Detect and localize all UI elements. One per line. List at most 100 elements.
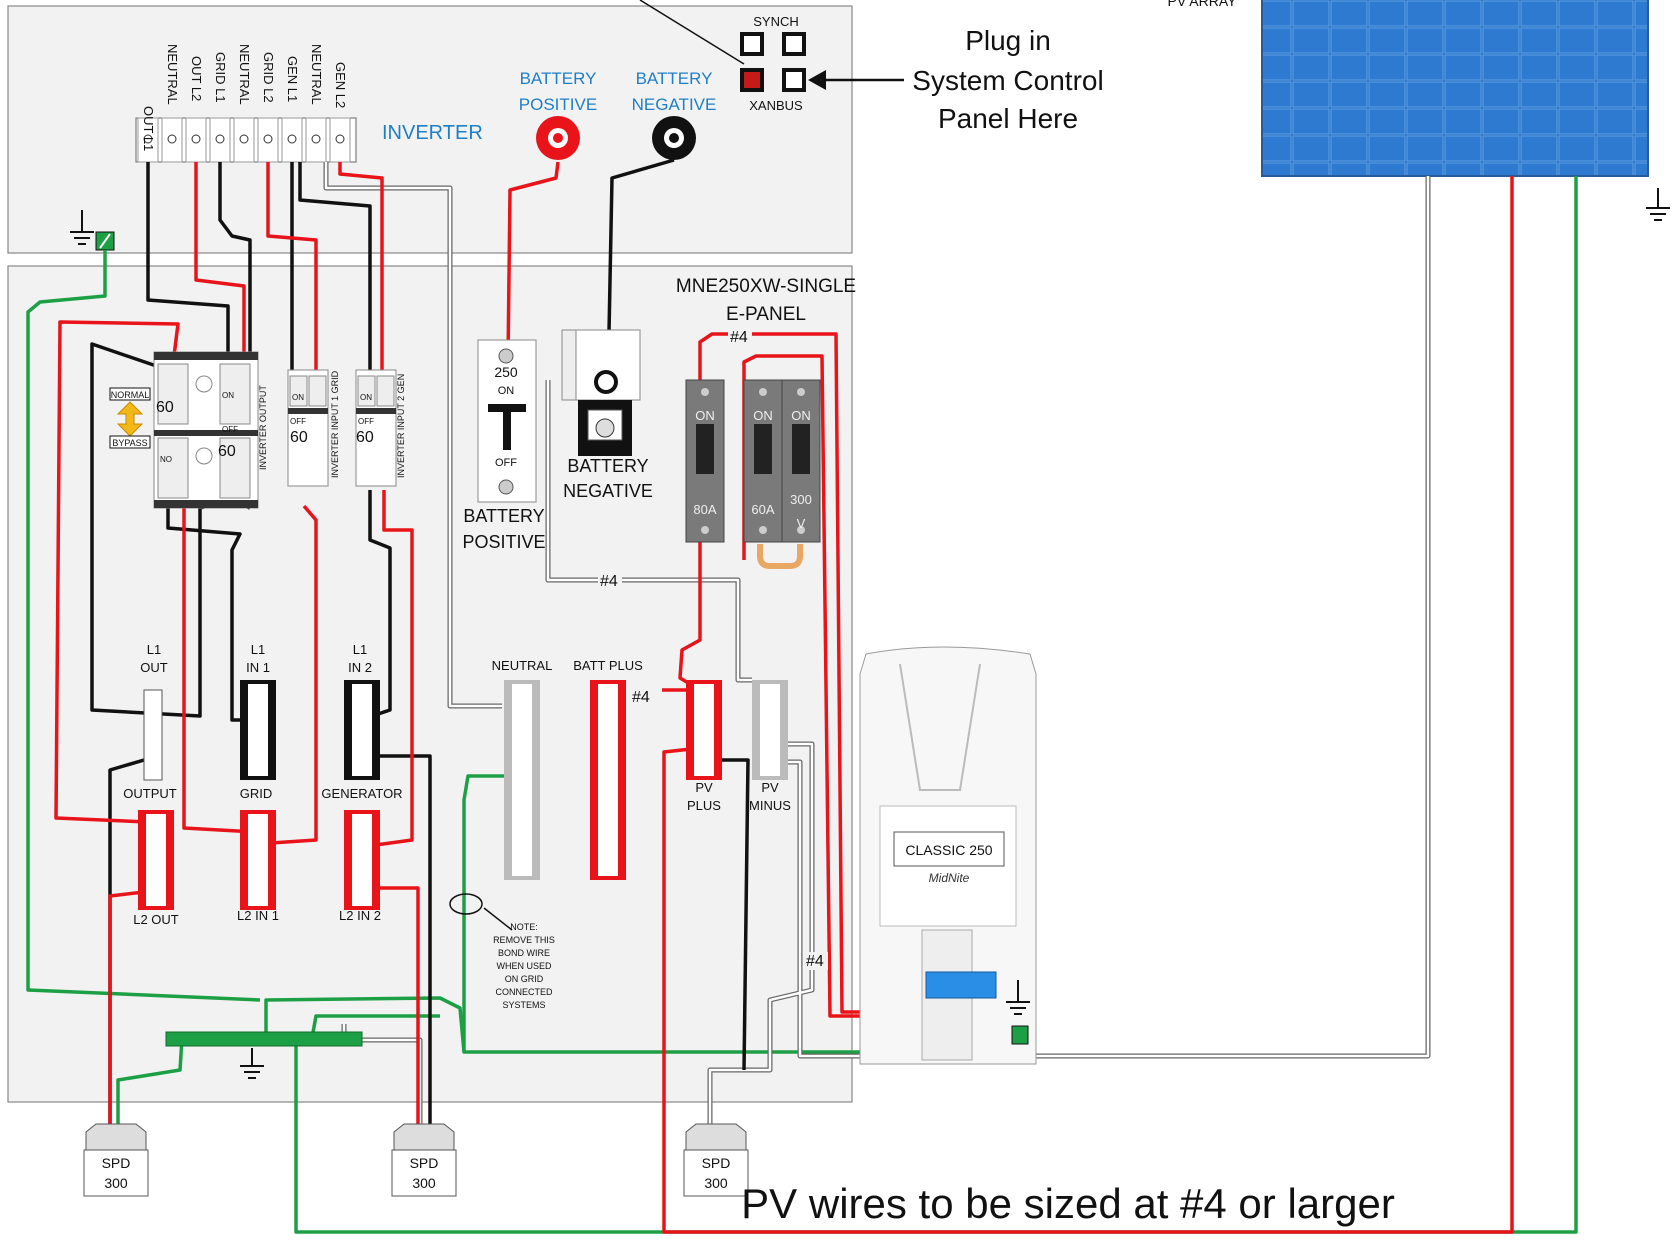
battery-negative-label-1: BATTERY bbox=[567, 456, 648, 476]
gen-breaker-label: INVERTER INPUT 2 GEN bbox=[396, 374, 406, 478]
label-pv-minus-1: PV bbox=[761, 780, 779, 795]
battery-disconnect-amps: 250 bbox=[494, 364, 518, 380]
spd-1-name: SPD bbox=[102, 1155, 131, 1171]
grid-breaker[interactable] bbox=[287, 369, 329, 487]
pv-array-label: PV ARRAY bbox=[1168, 0, 1238, 9]
bypass-amps-bottom: 60 bbox=[218, 443, 236, 460]
bypass-label: BYPASS bbox=[112, 438, 147, 448]
label-l2-in2: L2 IN 2 bbox=[339, 908, 381, 923]
dc-breaker-300v-amps: 300 bbox=[790, 492, 812, 507]
label-l2-in1: L2 IN 1 bbox=[237, 908, 279, 923]
busbar-batt-plus bbox=[590, 680, 626, 880]
ground-lug bbox=[1011, 1025, 1029, 1045]
busbar-neutral bbox=[504, 680, 540, 880]
battery-positive-post bbox=[536, 116, 580, 160]
terminal-gen-l1: GEN L1 bbox=[285, 56, 300, 102]
epanel-title-2: E-PANEL bbox=[726, 304, 806, 325]
busbar-l2-out bbox=[138, 810, 174, 910]
note-line-6: CONNECTED bbox=[495, 987, 553, 997]
epanel-title-1: MNE250XW-SINGLE bbox=[676, 276, 856, 297]
ground-icon bbox=[70, 210, 94, 245]
dc-breaker-300v-volts: V bbox=[797, 516, 806, 531]
note-line-5: ON GRID bbox=[505, 974, 544, 984]
grid-breaker-amps: 60 bbox=[290, 429, 308, 446]
spd-2-name: SPD bbox=[410, 1155, 439, 1171]
dc-breaker-60a[interactable] bbox=[743, 379, 783, 543]
grid-breaker-off: OFF bbox=[290, 417, 306, 426]
dc-breaker-80a[interactable] bbox=[685, 379, 725, 543]
label-l1-out-1: L1 bbox=[147, 642, 161, 657]
busbar-pv-plus bbox=[686, 680, 722, 780]
label-l1-in2-2: IN 2 bbox=[348, 660, 372, 675]
busbar-pv-minus bbox=[752, 680, 788, 780]
terminal-out-l2: OUT L2 bbox=[189, 56, 204, 101]
bond-wire-marker bbox=[449, 893, 483, 915]
label-pv-plus-1: PV bbox=[695, 780, 713, 795]
busbar-l2-in1 bbox=[240, 810, 276, 910]
gen-breaker-amps: 60 bbox=[356, 429, 374, 446]
synch-label: SYNCH bbox=[753, 14, 799, 29]
label-l2-out: L2 OUT bbox=[133, 912, 179, 927]
gauge-label: #4 bbox=[600, 573, 618, 590]
battery-negative-post bbox=[652, 116, 696, 160]
ground-icon bbox=[1646, 188, 1670, 221]
grid-breaker-on: ON bbox=[292, 393, 304, 402]
terminal-neutral-2: NEUTRAL bbox=[237, 44, 252, 105]
spd-2 bbox=[391, 1123, 457, 1197]
gen-breaker-off: OFF bbox=[358, 417, 374, 426]
label-pv-plus-2: PLUS bbox=[687, 798, 721, 813]
wire-gauge-labels: #4 #4 #4 #4 bbox=[598, 328, 828, 970]
inverter-battery-negative-label-2: NEGATIVE bbox=[632, 95, 717, 114]
normal-label-box bbox=[109, 387, 151, 401]
note-line-4: WHEN USED bbox=[496, 961, 552, 971]
label-generator: GENERATOR bbox=[321, 786, 402, 801]
dc-breaker-60a-amps: 60A bbox=[751, 502, 774, 517]
terminal-grid-l1: GRID L1 bbox=[213, 52, 228, 103]
bypass-switch[interactable] bbox=[153, 351, 259, 509]
spd-1 bbox=[83, 1123, 149, 1197]
bypass-amps-top: 60 bbox=[156, 399, 174, 416]
battery-positive-label-2: POSITIVE bbox=[462, 532, 545, 552]
synch-ports[interactable] bbox=[740, 32, 806, 56]
bypass-on-label: ON bbox=[222, 391, 234, 400]
terminal-neutral-1: NEUTRAL bbox=[165, 44, 180, 105]
gauge-label: #4 bbox=[806, 953, 824, 970]
normal-label: NORMAL bbox=[111, 390, 150, 400]
battery-disconnect[interactable] bbox=[477, 339, 537, 503]
spd-3-rating: 300 bbox=[704, 1175, 728, 1191]
xanbus-ports[interactable] bbox=[740, 68, 806, 92]
spd-3-name: SPD bbox=[702, 1155, 731, 1171]
gen-breaker[interactable] bbox=[355, 369, 397, 487]
bypass-no-label: NO bbox=[160, 455, 172, 464]
label-neutral: NEUTRAL bbox=[492, 658, 553, 673]
label-l1-out-2: OUT bbox=[140, 660, 168, 675]
dc-breaker-300v-on: ON bbox=[791, 408, 811, 423]
callout-line-3: Panel Here bbox=[938, 103, 1078, 134]
footer-note: PV wires to be sized at #4 or larger bbox=[741, 1180, 1395, 1227]
inverter-terminal-labels: OUT L1 NEUTRAL OUT L2 GRID L1 NEUTRAL GR… bbox=[141, 44, 348, 151]
battery-negative-label-2: NEGATIVE bbox=[563, 481, 653, 501]
dc-breaker-80a-amps: 80A bbox=[693, 502, 716, 517]
busbar-l2-in2 bbox=[344, 810, 380, 910]
inverter-battery-negative-label-1: BATTERY bbox=[636, 69, 713, 88]
ground-icon bbox=[240, 1048, 264, 1079]
spd-3 bbox=[683, 1123, 749, 1197]
callout-line-1: Plug in bbox=[965, 25, 1051, 56]
busbar-l1-in2 bbox=[344, 680, 380, 780]
ground-icon bbox=[1006, 980, 1030, 1015]
label-l1-in2-1: L1 bbox=[353, 642, 367, 657]
note-line-7: SYSTEMS bbox=[502, 1000, 545, 1010]
gen-breaker-on: ON bbox=[360, 393, 372, 402]
dc-breaker-300v[interactable] bbox=[781, 379, 821, 543]
bypass-off-label: OFF bbox=[222, 425, 238, 434]
charge-controller bbox=[859, 646, 1037, 1065]
inverter-battery-positive-label-1: BATTERY bbox=[520, 69, 597, 88]
inverter-battery-positive-label-2: POSITIVE bbox=[519, 95, 597, 114]
inverter-title: INVERTER bbox=[382, 122, 483, 144]
dc-breaker-80a-on: ON bbox=[695, 408, 715, 423]
dc-breaker-60a-on: ON bbox=[753, 408, 773, 423]
busbar-l1-in1 bbox=[240, 680, 276, 780]
terminal-neutral-3: NEUTRAL bbox=[309, 44, 324, 105]
spd-1-rating: 300 bbox=[104, 1175, 128, 1191]
terminal-out-l1: OUT L1 bbox=[141, 106, 156, 151]
